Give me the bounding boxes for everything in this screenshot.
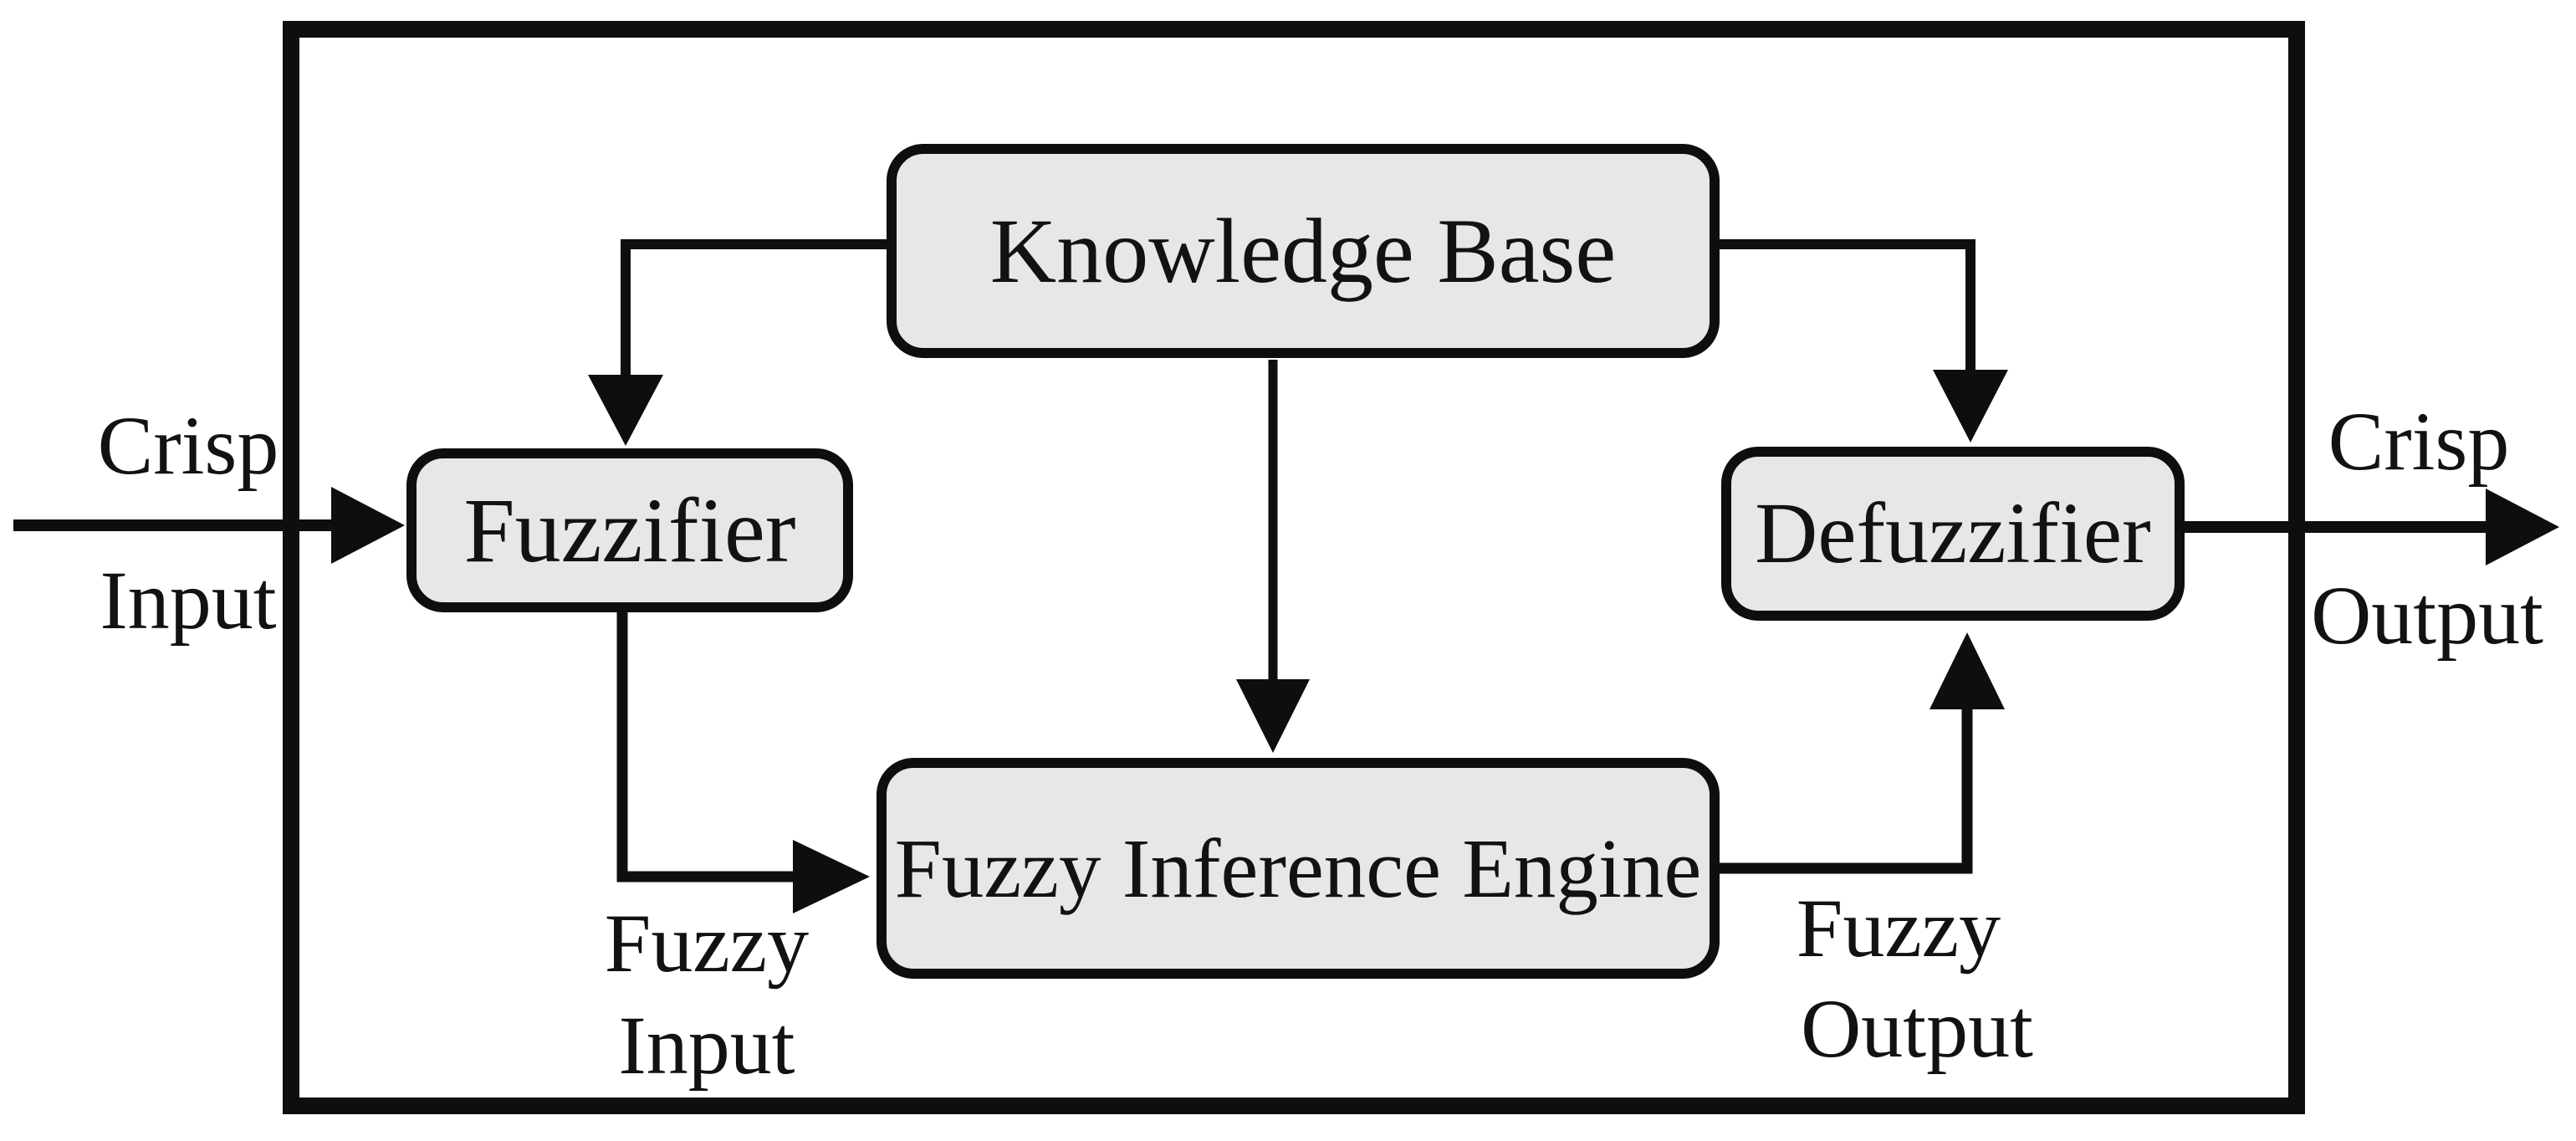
arrow-crisp-input-head — [331, 487, 405, 564]
crisp-output-label-line2: Output — [2311, 569, 2543, 662]
crisp-output-label-line1: Crisp — [2328, 395, 2510, 488]
fuzzifier-box: Fuzzifier — [406, 448, 853, 612]
arrow-kb-to-fuzzifier-head — [588, 375, 663, 446]
fuzzy-inference-engine-label: Fuzzy Inference Engine — [894, 821, 1702, 915]
defuzzifier-box: Defuzzifier — [1721, 447, 2185, 621]
fuzzy-output-label-line2: Output — [1801, 982, 2033, 1075]
arrow-engine-to-defuzzifier-head — [1929, 632, 2005, 709]
arrow-kb-to-fuzzifier-line — [621, 239, 890, 378]
arrow-engine-to-defuzzifier-line — [1716, 708, 1973, 874]
crisp-input-label-line2: Input — [100, 554, 277, 647]
defuzzifier-label: Defuzzifier — [1755, 485, 2151, 581]
knowledge-base-box: Knowledge Base — [887, 144, 1720, 358]
system-boundary-frame — [283, 21, 2305, 1114]
arrow-kb-to-defuzzifier-line — [1716, 239, 1975, 373]
arrow-kb-to-engine-head — [1236, 679, 1310, 753]
fuzzy-input-label-line2: Input — [618, 999, 795, 1092]
fuzzy-inference-engine-box: Fuzzy Inference Engine — [877, 758, 1720, 979]
arrow-fuzzifier-to-engine-line — [616, 609, 796, 883]
fuzzy-output-label-line1: Fuzzy — [1796, 882, 2001, 975]
arrow-kb-to-defuzzifier-head — [1933, 370, 2008, 443]
fuzzy-input-label-line1: Fuzzy — [604, 897, 810, 990]
arrow-crisp-output-head — [2486, 489, 2559, 565]
fuzzifier-label: Fuzzifier — [463, 479, 796, 581]
knowledge-base-label: Knowledge Base — [989, 200, 1617, 302]
crisp-input-label-line1: Crisp — [97, 399, 279, 492]
arrow-fuzzifier-to-engine-head — [793, 840, 870, 913]
